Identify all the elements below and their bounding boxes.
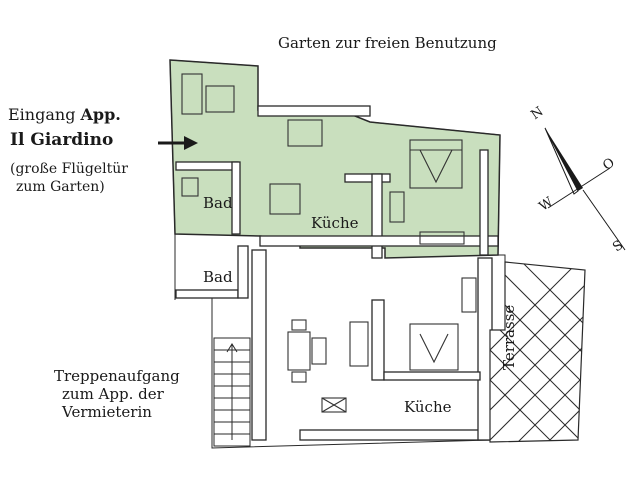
entrance-arrow-icon (158, 136, 198, 150)
wall-bad-top (175, 161, 239, 171)
apartment-name: Il Giardino (10, 130, 114, 150)
room-label-kitchen-upper: Küche (311, 214, 359, 232)
wall-lower-bad-right (237, 245, 249, 299)
stairs-label-1: Treppenaufgang (54, 367, 180, 385)
upper-furniture (181, 73, 465, 245)
wall-kitchen-divider (344, 173, 391, 183)
room-label-terrace: Terrasse (500, 304, 518, 370)
room-label-bad-upper: Bad (203, 194, 233, 212)
wall-stair-right (251, 249, 267, 441)
wall-lower-bottom (299, 429, 491, 441)
room-label-bad-lower: Bad (203, 268, 233, 286)
entrance-label: Eingang App. (8, 106, 121, 124)
garden-label: Garten zur freien Benutzung (278, 34, 497, 52)
room-label-kitchen-lower: Küche (404, 398, 452, 416)
entrance-note-2: zum Garten) (16, 179, 105, 195)
compass-rose-icon (544, 127, 626, 251)
wall-kitchen-lower-top (383, 371, 481, 381)
entrance-prefix: Eingang (8, 105, 81, 124)
entrance-app: App. (80, 105, 121, 124)
stairs-label-2: zum App. der (62, 385, 164, 403)
wall-bad-right (231, 161, 241, 235)
wall-lower-bad-bottom (175, 289, 239, 299)
wall-kitchen-right (371, 173, 383, 259)
wall-upper-bottom (259, 235, 499, 247)
lower-furniture (287, 277, 477, 413)
lower-building-outline (174, 234, 506, 449)
entrance-note-1: (große Flügeltür (10, 161, 128, 177)
wall-lower-middle (371, 299, 385, 381)
terrace-area (489, 261, 586, 443)
stairs-label-3: Vermieterin (62, 403, 152, 421)
wall-north-segment (257, 105, 371, 117)
wall-bedroom-right (479, 149, 489, 256)
staircase-icon (213, 337, 251, 447)
